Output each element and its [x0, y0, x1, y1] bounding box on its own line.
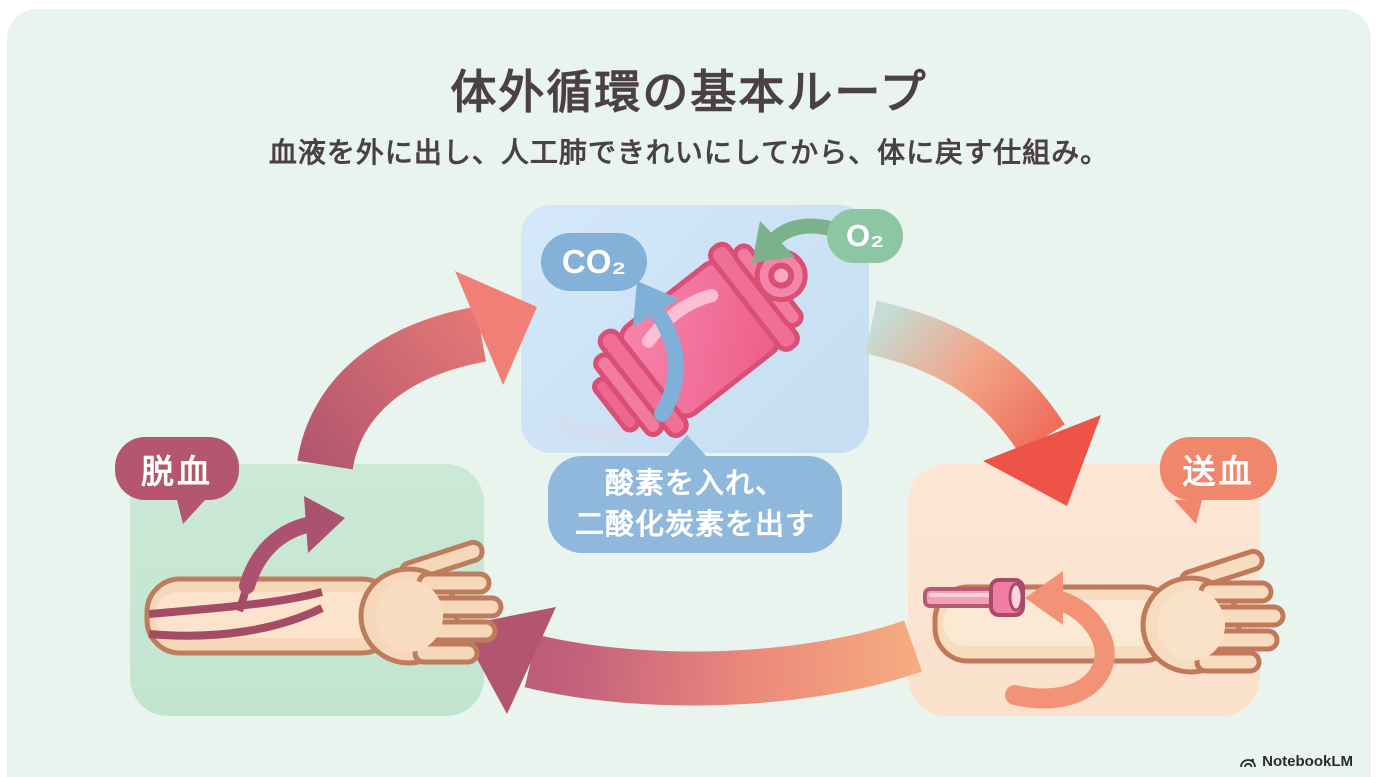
- return-cannula: [923, 578, 1025, 617]
- loop-arrow-return-to-drain: [459, 607, 922, 714]
- drainage-arm-illustration: [144, 496, 504, 666]
- brand-name: NotebookLM: [1262, 753, 1353, 770]
- return-badge: 送血: [1160, 437, 1277, 524]
- caption-line1: 酸素を入れ、: [604, 467, 786, 500]
- infographic-card: 体外循環の基本ループ 血液を外に出し、人工肺できれいにしてから、体に戻す仕組み。…: [7, 9, 1371, 777]
- return-flow-arrow: [1005, 571, 1115, 709]
- loop-arrow-drain-to-lung: [297, 271, 537, 471]
- o2-badge: O₂: [827, 209, 903, 263]
- page-subtitle: 血液を外に出し、人工肺できれいにしてから、体に戻す仕組み。: [268, 137, 1110, 168]
- drainage-badge: 脱血: [115, 437, 239, 524]
- loop-arrow-lung-to-return: [864, 300, 1101, 506]
- page-title: 体外循環の基本ループ: [450, 66, 928, 118]
- co2-badge: CO₂: [541, 233, 647, 291]
- co2-out-arrow: [633, 281, 684, 422]
- notebooklm-logo-icon: [1240, 758, 1257, 767]
- brand-watermark: NotebookLM: [1239, 753, 1353, 770]
- oxygenator-caption-bubble: 酸素を入れ、 二酸化炭素を出す: [548, 435, 842, 553]
- drainage-flow-arrow: [239, 496, 345, 594]
- diagram-artwork: [144, 218, 1286, 714]
- oxygenator-device: [555, 218, 853, 443]
- return-arm-illustration: [923, 548, 1286, 709]
- caption-line2: 二酸化炭素を出す: [574, 508, 815, 541]
